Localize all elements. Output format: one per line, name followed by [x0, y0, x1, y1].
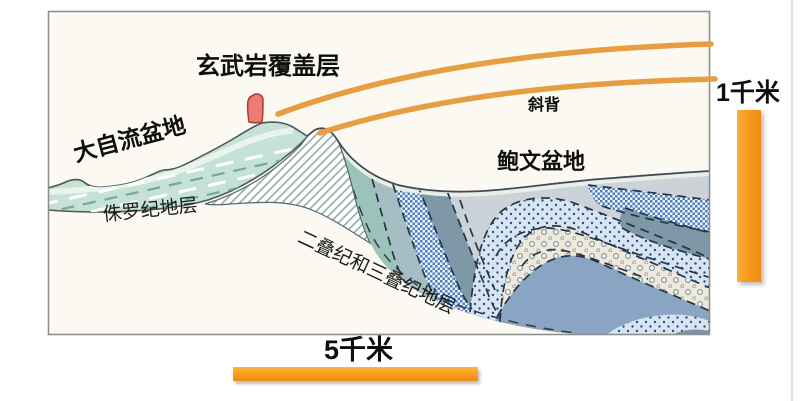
basalt-cover-projection-curves [275, 41, 718, 136]
diagram-border [47, 10, 711, 336]
label-anticline: 斜背 [528, 97, 561, 114]
vertical-scale-label: 1千米 [716, 79, 780, 107]
horizontal-scale-bar [233, 367, 478, 381]
vertical-scale-bar [737, 110, 761, 282]
page-edge-line [791, 0, 793, 401]
horizontal-scale-label: 5千米 [324, 335, 394, 365]
label-bowen-basin: 鲍文盆地 [497, 149, 586, 174]
basalt-plug [246, 93, 264, 124]
label-basalt-cover: 玄武岩覆盖层 [196, 53, 340, 80]
